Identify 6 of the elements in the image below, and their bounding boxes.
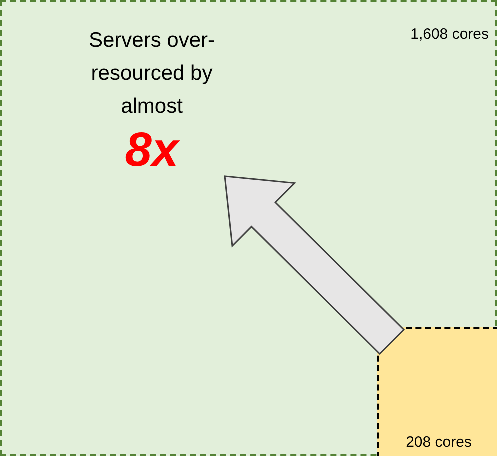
used-cores-area [377,327,497,456]
block-arrow [224,176,406,356]
capacity-label: 1,608 cores [410,25,489,45]
factor-text: 8x [124,123,182,179]
capacity-label: 208 cores [405,432,473,452]
headline-text: Servers over-resourced by almost [88,28,216,120]
